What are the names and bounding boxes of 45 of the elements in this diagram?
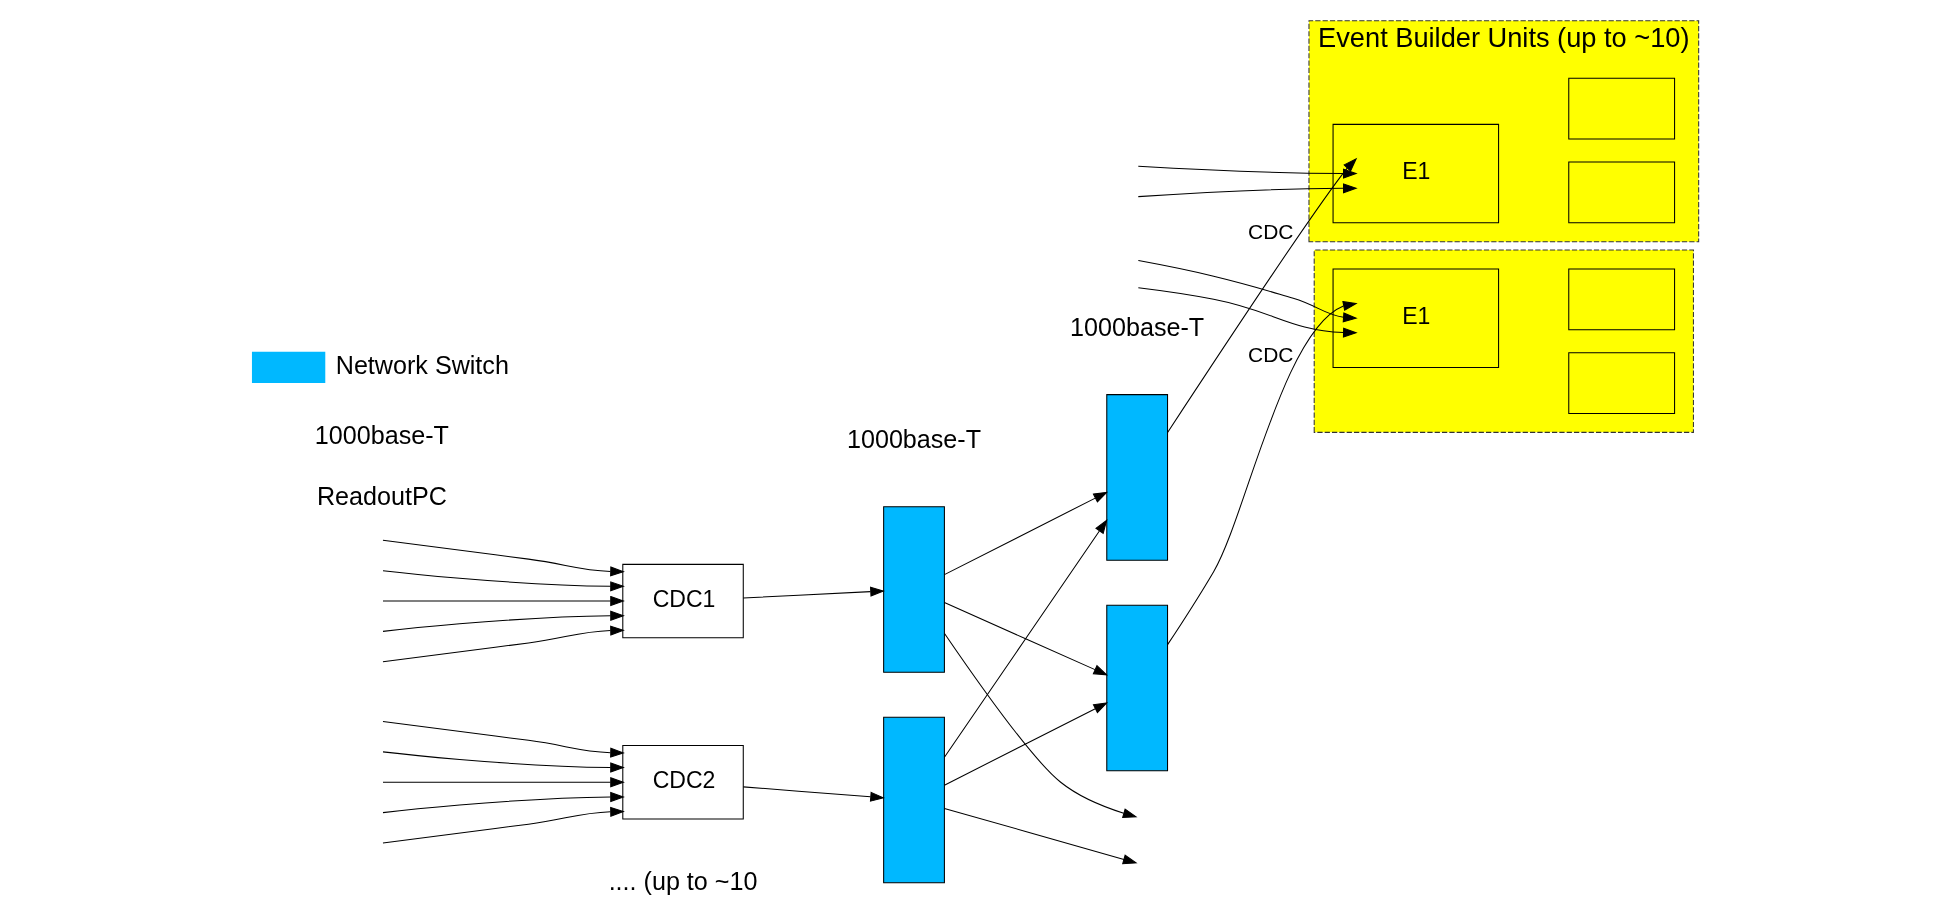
node-box [1567,77,1675,140]
label: .... (up to ~10 [608,867,757,896]
node-box: CDC1 [621,563,744,639]
arrow [381,751,625,773]
node-box [1567,352,1675,415]
arrow [381,539,625,577]
arrow [381,791,625,814]
arrow [381,806,625,844]
arrow [381,570,625,592]
label: ReadoutPC [316,481,447,510]
arrow [742,786,885,802]
node-box [882,716,945,884]
arrow [943,807,1138,865]
arrow [381,720,625,758]
node-box: CDC2 [621,745,744,820]
arrow [1166,301,1358,646]
node-box: E1 [1332,123,1499,224]
node-box [1105,604,1168,772]
node-box [1567,161,1675,224]
arrow [1166,157,1358,433]
arrow [381,610,625,632]
arrow [1137,260,1358,323]
arrow [1137,287,1358,338]
node-box [1105,394,1168,561]
label: 1000base-T [846,425,981,454]
label: 1000base-T [1069,313,1204,342]
node-box [882,506,945,673]
arrow [742,586,885,599]
arrow [381,777,625,788]
arrow [1137,157,1358,179]
arrow [943,702,1108,786]
node-box: E1 [1332,268,1499,368]
arrow [943,602,1108,676]
arrow [943,491,1108,576]
arrow [943,632,1137,819]
label: 1000base-T [314,421,449,450]
arrow [381,625,625,663]
legend-label: Network Switch [335,350,509,379]
cluster [1313,249,1694,433]
edge-label: CDC [1247,219,1293,243]
edge-label: CDC [1247,343,1293,367]
arrow [1137,183,1358,198]
arrow [381,595,625,607]
node-box [1567,268,1675,331]
arrow [943,519,1108,758]
